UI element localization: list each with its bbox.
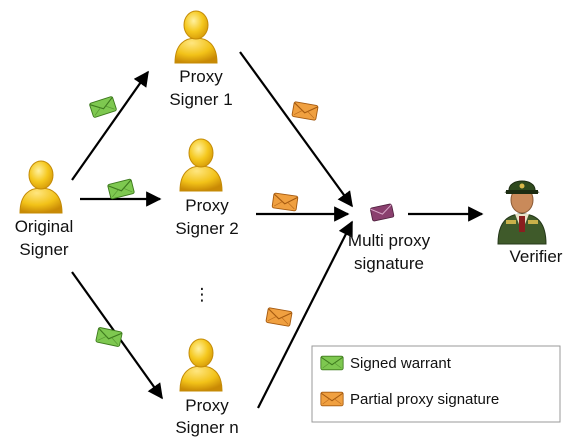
partial-proxy-signature-legend-icon: [320, 391, 344, 407]
proxy-signer-1-label-1: Proxy: [179, 67, 223, 86]
legend: Signed warrant Partial proxy signature: [311, 345, 561, 423]
original-signer-label-1: Original: [15, 217, 74, 236]
original-signer-icon: [19, 160, 63, 214]
proxy-signer-2-label-2: Signer 2: [175, 219, 238, 238]
legend-box: [311, 345, 561, 423]
legend-partial-proxy-signature: Partial proxy signature: [350, 391, 499, 408]
verifier-icon: [497, 180, 547, 245]
arrow-proxy-1-to-multi: [239, 51, 353, 208]
proxy-signer-1-icon: [174, 10, 218, 64]
verifier-label: Verifier: [510, 247, 563, 266]
signed-warrant-envelope-icon: [88, 95, 118, 119]
proxy-signer-n-label-1: Proxy: [185, 396, 229, 415]
ellipsis: ⋮: [194, 285, 211, 304]
proxy-signer-n-label-2: Signer n: [175, 418, 238, 437]
partial-signature-envelope-icon: [265, 306, 293, 328]
arrow-original-to-proxy-1: [71, 70, 149, 181]
signed-warrant-legend-icon: [320, 355, 344, 371]
multi-proxy-signature-label-1: Multi proxy: [348, 231, 431, 250]
signed-warrant-envelope-icon: [95, 326, 123, 348]
arrow-proxy-n-to-multi: [257, 220, 353, 409]
proxy-signer-2-label-1: Proxy: [185, 196, 229, 215]
multi-proxy-signature-envelope-icon: [369, 203, 395, 222]
original-signer-label-2: Signer: [19, 240, 68, 259]
signed-warrant-envelope-icon: [106, 178, 136, 200]
partial-signature-envelope-icon: [271, 192, 299, 212]
partial-signature-envelope-icon: [291, 100, 319, 122]
proxy-signer-2-icon: [179, 138, 223, 192]
proxy-signer-1-label-2: Signer 1: [169, 90, 232, 109]
legend-signed-warrant: Signed warrant: [350, 355, 452, 372]
multi-proxy-signature-label-2: signature: [354, 254, 424, 273]
proxy-signer-n-icon: [179, 338, 223, 392]
